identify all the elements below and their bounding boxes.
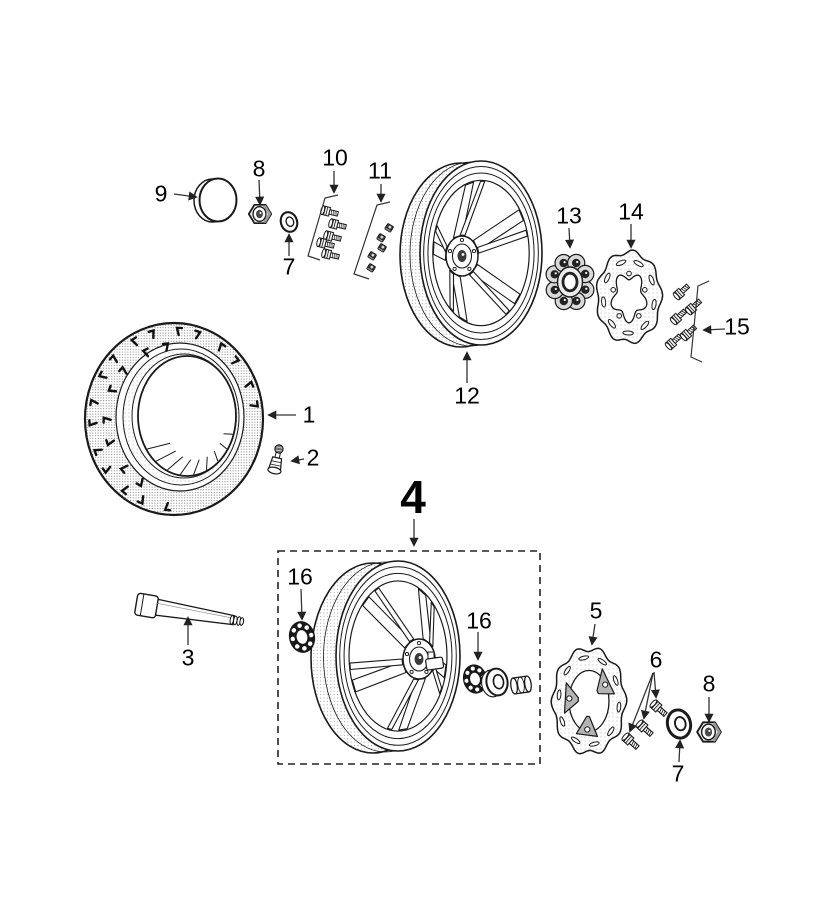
callout-13: 13: [556, 202, 582, 229]
callout-7-bottom: 7: [671, 760, 685, 787]
callout-16-right: 16: [466, 607, 492, 634]
hub-cap-drawing: [193, 177, 238, 223]
axle-nut-top-drawing: [247, 203, 273, 225]
callout-8-top: 8: [252, 155, 266, 182]
axle-stub-drawing: [425, 651, 445, 671]
callout-1: 1: [302, 401, 316, 428]
assembly-box: [277, 550, 541, 765]
disc-screws-drawing: [620, 698, 670, 752]
valve-stem-drawing: [267, 444, 284, 475]
callout-6: 6: [649, 646, 663, 673]
callout-16-left: 16: [287, 563, 313, 590]
callout-4: 4: [400, 471, 426, 523]
axle-nut-bottom-drawing: [696, 721, 722, 743]
callout-arrows: [173, 171, 726, 763]
callout-7-top: 7: [282, 253, 296, 280]
callout-15: 15: [724, 313, 750, 340]
tire-drawing: [83, 321, 265, 517]
callout-9: 9: [154, 180, 168, 207]
callout-2: 2: [306, 444, 320, 471]
axle-drawing: [134, 592, 245, 626]
coupling-hub-drawing: [545, 253, 595, 311]
callout-10: 10: [322, 144, 348, 171]
seal-ring-drawing: [481, 667, 509, 698]
callout-8-bottom: 8: [702, 670, 716, 697]
washer-top-drawing: [277, 208, 301, 236]
washer-bottom-drawing: [662, 705, 696, 743]
callout-14: 14: [618, 198, 644, 225]
spacer-bush-drawing: [510, 675, 532, 695]
rear-wheel-rim-drawing: [399, 160, 543, 348]
callout-3: 3: [181, 644, 195, 671]
nut-set-drawing: [366, 222, 395, 273]
callout-12: 12: [454, 382, 480, 409]
callout-5: 5: [589, 597, 603, 624]
front-wheel-rim-drawing: [310, 560, 461, 754]
brackets: [307, 194, 710, 363]
rear-brake-disc-drawing: [595, 249, 664, 345]
front-brake-disc-drawing: [550, 647, 628, 755]
callout-11: 11: [368, 157, 392, 184]
